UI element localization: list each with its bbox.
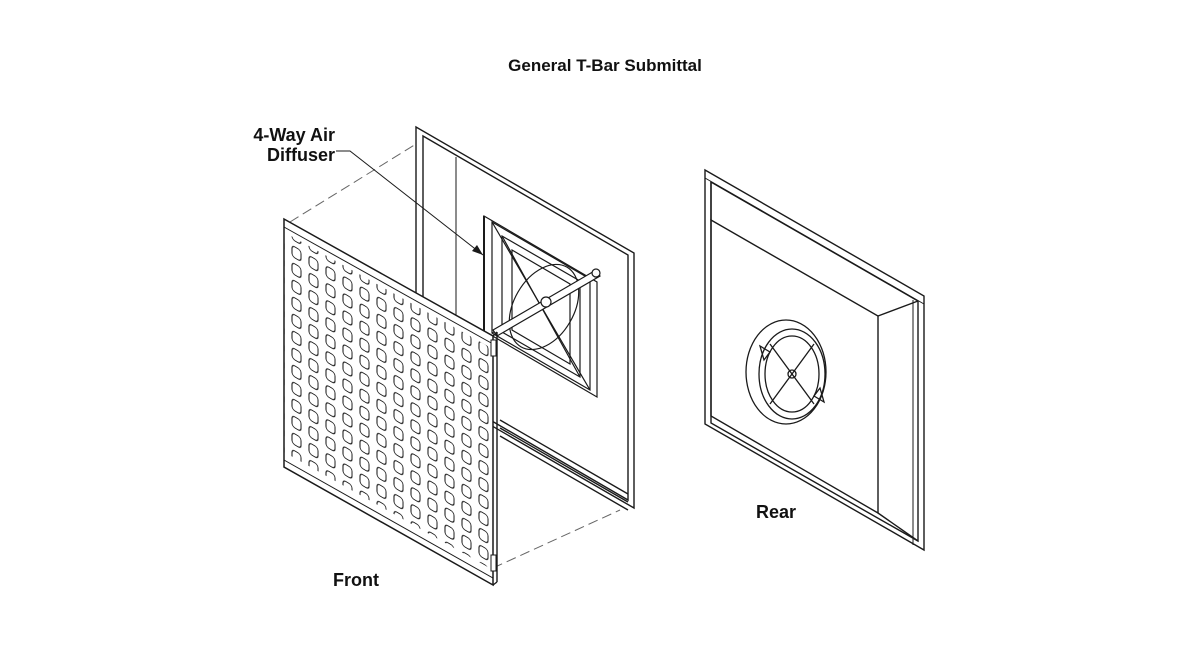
- rear-round-collar: [745, 319, 827, 425]
- front-view-label: Front: [333, 570, 379, 590]
- callout-line-2: Diffuser: [266, 145, 335, 165]
- diagram-title: General T-Bar Submittal: [508, 56, 702, 75]
- diffuser-callout-label: 4-Way Air Diffuser: [253, 125, 335, 165]
- rear-view-label: Rear: [756, 502, 797, 522]
- mounting-bar: [492, 268, 601, 337]
- projection-lines: [289, 143, 621, 569]
- callout-line-1: 4-Way Air: [253, 125, 335, 145]
- callout-arrowhead: [472, 245, 483, 255]
- callout-leader: [336, 150, 484, 256]
